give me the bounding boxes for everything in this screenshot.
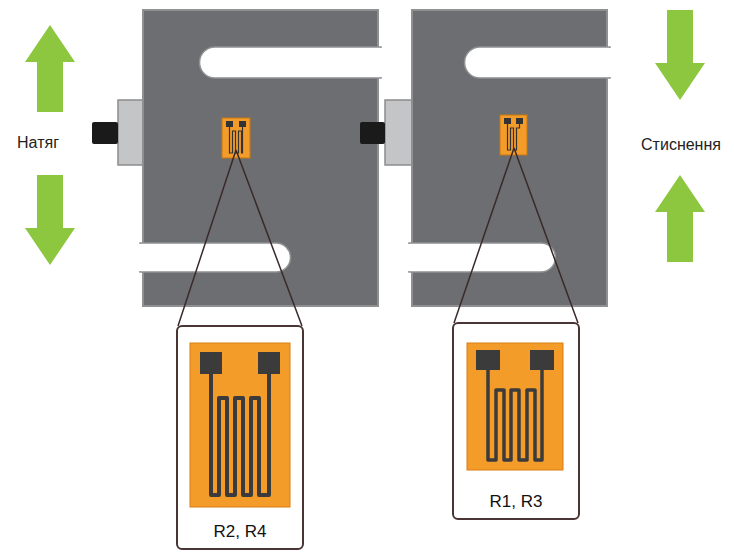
gauge-grid [488, 370, 542, 460]
gauge-pad [226, 121, 233, 127]
connector-plug [92, 122, 118, 144]
callout-ground [176, 325, 304, 550]
gauge-pad [530, 350, 554, 370]
tension-arrow [25, 175, 75, 265]
gauge-grid [508, 124, 520, 150]
connector-plug [360, 122, 385, 144]
resistor-label: R1, R3 [488, 492, 545, 512]
compression-arrow [655, 175, 705, 262]
slot-opening [608, 48, 612, 77]
connector-housing [385, 100, 413, 165]
compression-arrow [655, 10, 705, 100]
slot-opening [379, 48, 383, 77]
callout-box: R1, R3 [452, 322, 580, 520]
leader-line [454, 148, 578, 323]
gauge-pad [476, 350, 500, 370]
gauge-pad [516, 118, 523, 124]
beam-slot [465, 47, 611, 78]
gauge-pad [258, 352, 280, 374]
force-label: Стиснення [641, 136, 721, 154]
callout-box: R2, R4 [176, 325, 304, 550]
resistor-label: R2, R4 [212, 522, 269, 542]
gauge-pad [239, 121, 246, 127]
gauge-pad [504, 118, 511, 124]
strain-gauge-enlarged [190, 343, 290, 507]
slot-opening [407, 244, 411, 271]
beam-slot [199, 47, 381, 78]
beam-slot [409, 243, 556, 272]
gauge-grid [230, 127, 243, 153]
strain-gauge-enlarged [467, 343, 563, 470]
leader-line [178, 150, 302, 326]
callout-ground [452, 322, 580, 520]
tension-arrow [25, 25, 75, 112]
force-label: Натяг [17, 134, 59, 152]
gauge-grid [211, 374, 269, 495]
gauge-pad [200, 352, 222, 374]
slot-opening [138, 244, 142, 271]
connector-housing [118, 100, 145, 165]
beam-slot [140, 243, 291, 272]
